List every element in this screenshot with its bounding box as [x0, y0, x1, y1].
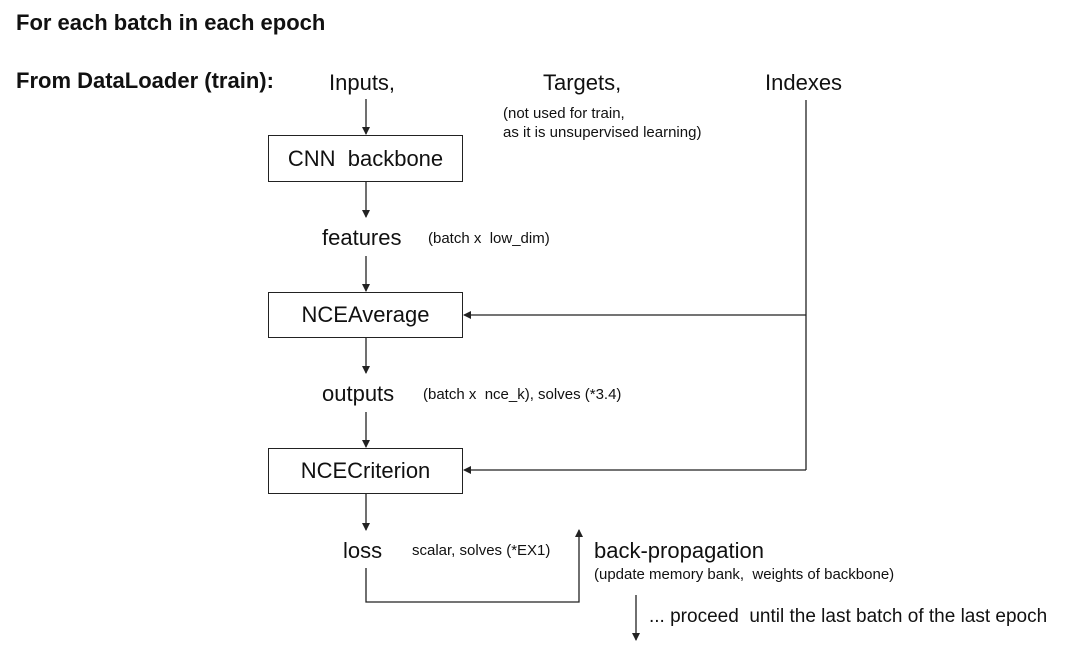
page-title: For each batch in each epoch: [16, 10, 326, 35]
features-note: (batch x low_dim): [428, 230, 550, 247]
features-label: features: [322, 225, 402, 250]
cnn-backbone-label: CNN backbone: [287, 145, 444, 171]
cnn-backbone-block: CNN backbone: [268, 135, 463, 182]
targets-note-line2: as it is unsupervised learning): [503, 124, 702, 141]
outputs-note: (batch x nce_k), solves (*3.4): [423, 386, 622, 403]
backprop-note: (update memory bank, weights of backbone…: [594, 566, 895, 583]
inputs-label: Inputs,: [329, 70, 396, 95]
targets-note-line1: (not used for train,: [503, 105, 625, 122]
backprop-label: back-propagation: [594, 538, 765, 563]
proceed-label: ... proceed until the last batch of the …: [649, 606, 1048, 627]
ncecriterion-label: NCECriterion: [300, 458, 431, 483]
indexes-label: Indexes: [765, 70, 843, 95]
outputs-label: outputs: [322, 381, 395, 406]
arrow-loss-to-backprop: [365, 529, 583, 603]
targets-label: Targets,: [543, 70, 622, 95]
loss-note: scalar, solves (*EX1): [412, 542, 551, 559]
ncecriterion-block: NCECriterion: [268, 448, 463, 494]
nceaverage-block: NCEAverage: [268, 292, 463, 338]
nceaverage-label: NCEAverage: [301, 302, 430, 327]
loss-label: loss: [343, 538, 383, 563]
source-label: From DataLoader (train):: [16, 68, 274, 93]
